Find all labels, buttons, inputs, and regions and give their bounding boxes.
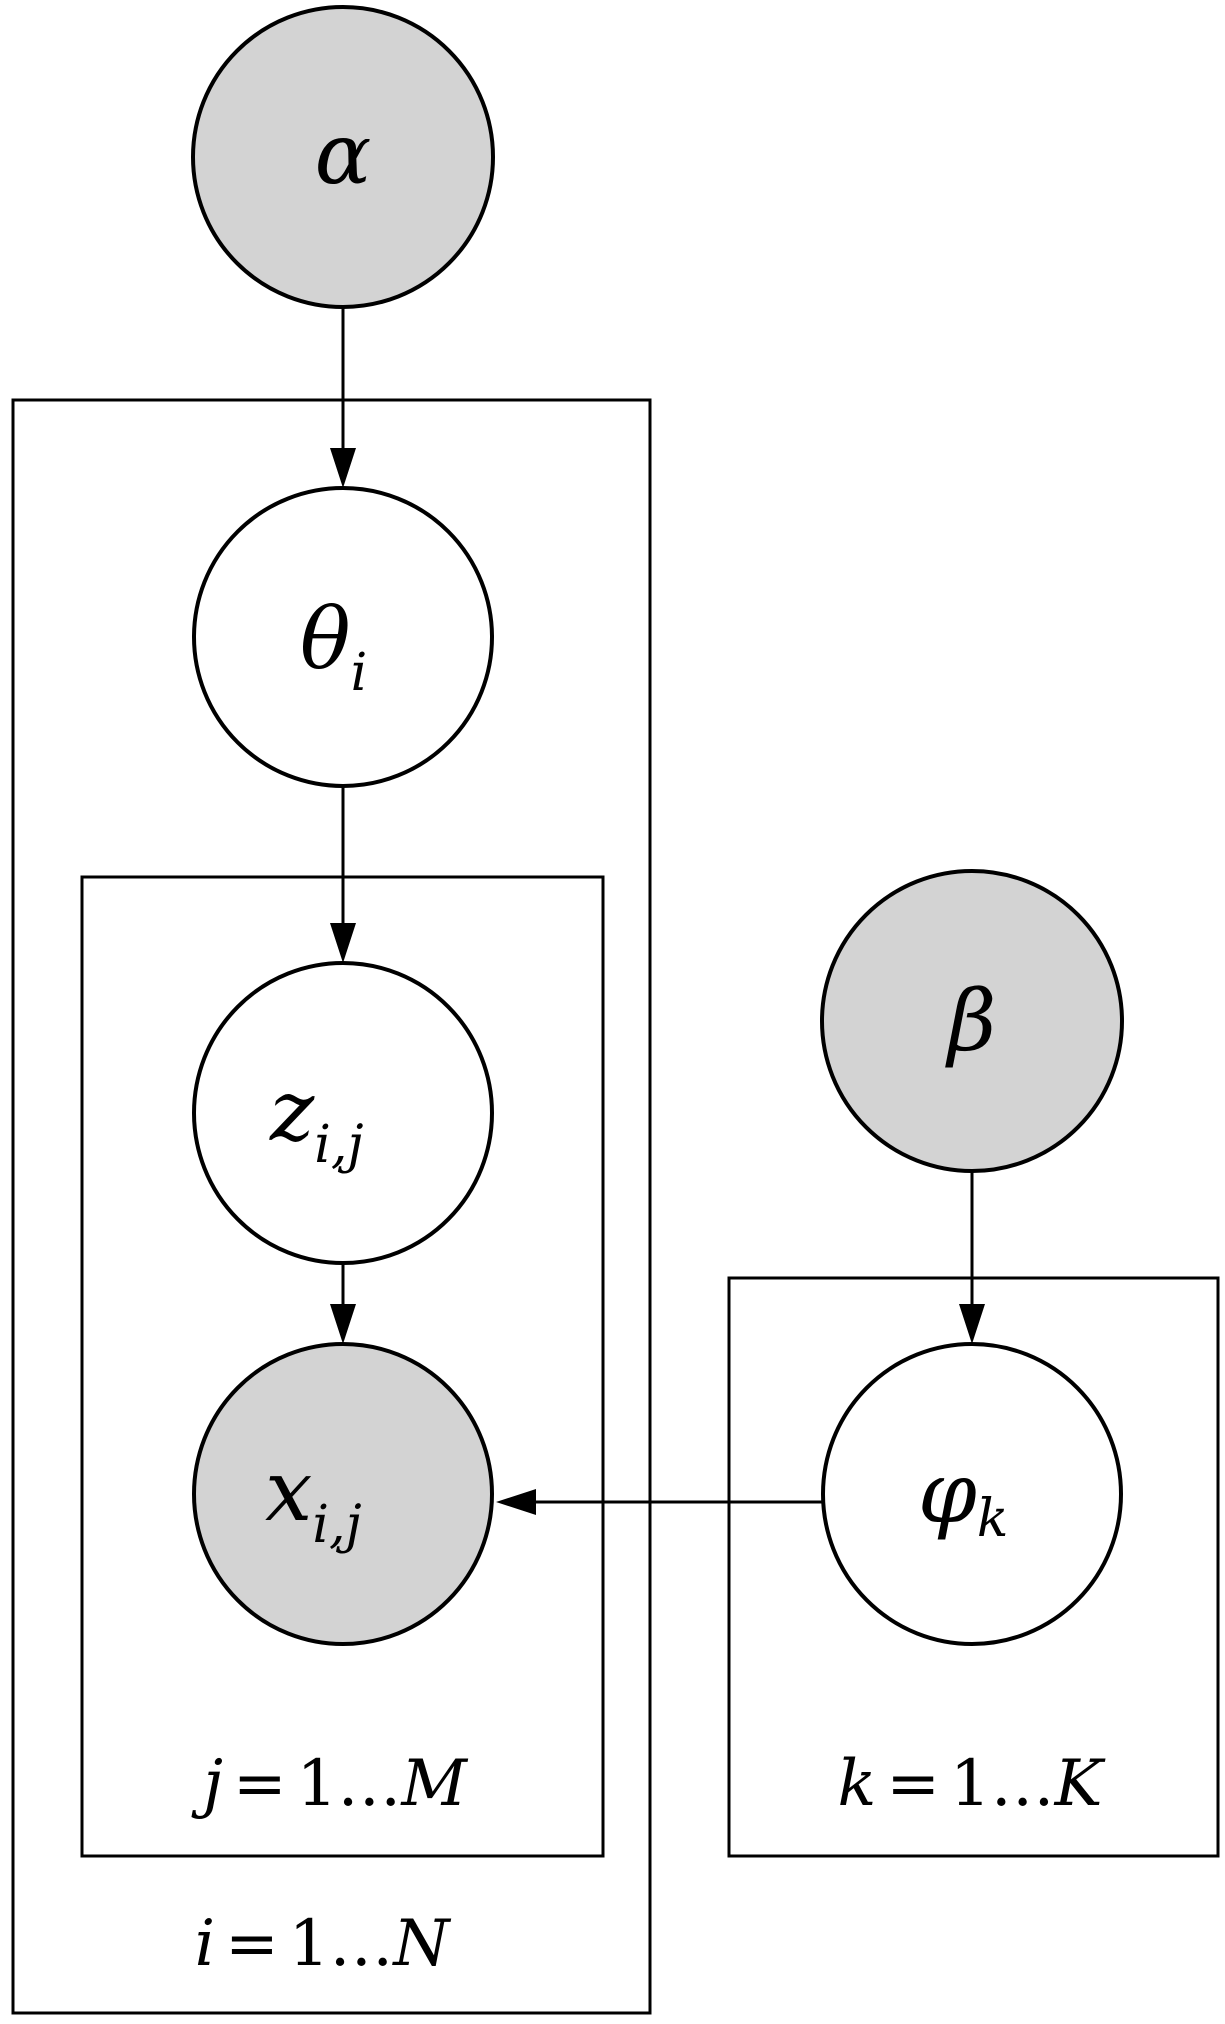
plate-i [11, 398, 652, 2015]
node-theta: θi [192, 486, 494, 788]
node-alpha: α [191, 5, 495, 309]
plate-i-label: i=1…N [195, 1907, 452, 1981]
node-phi-label: φk [918, 1444, 1008, 1549]
node-beta: β [820, 869, 1124, 1173]
edge-alpha-theta [330, 307, 356, 488]
node-x: xi,j [192, 1342, 494, 1646]
edge-z-x [330, 1263, 356, 1344]
node-alpha-label: α [315, 105, 372, 203]
node-theta-label: θi [300, 590, 367, 703]
node-z-label: zi,j [269, 1062, 364, 1175]
plate-j-label: j=1…M [191, 1747, 468, 1821]
node-beta-label: β [945, 972, 997, 1070]
node-z: zi,j [192, 961, 494, 1265]
node-phi: φk [821, 1342, 1123, 1646]
node-x-label: xi,j [265, 1442, 362, 1555]
edge-phi-x [496, 1489, 822, 1515]
plate-k-label: k=1…K [838, 1747, 1106, 1821]
edge-beta-phi [959, 1172, 985, 1344]
edge-theta-z [330, 786, 356, 963]
